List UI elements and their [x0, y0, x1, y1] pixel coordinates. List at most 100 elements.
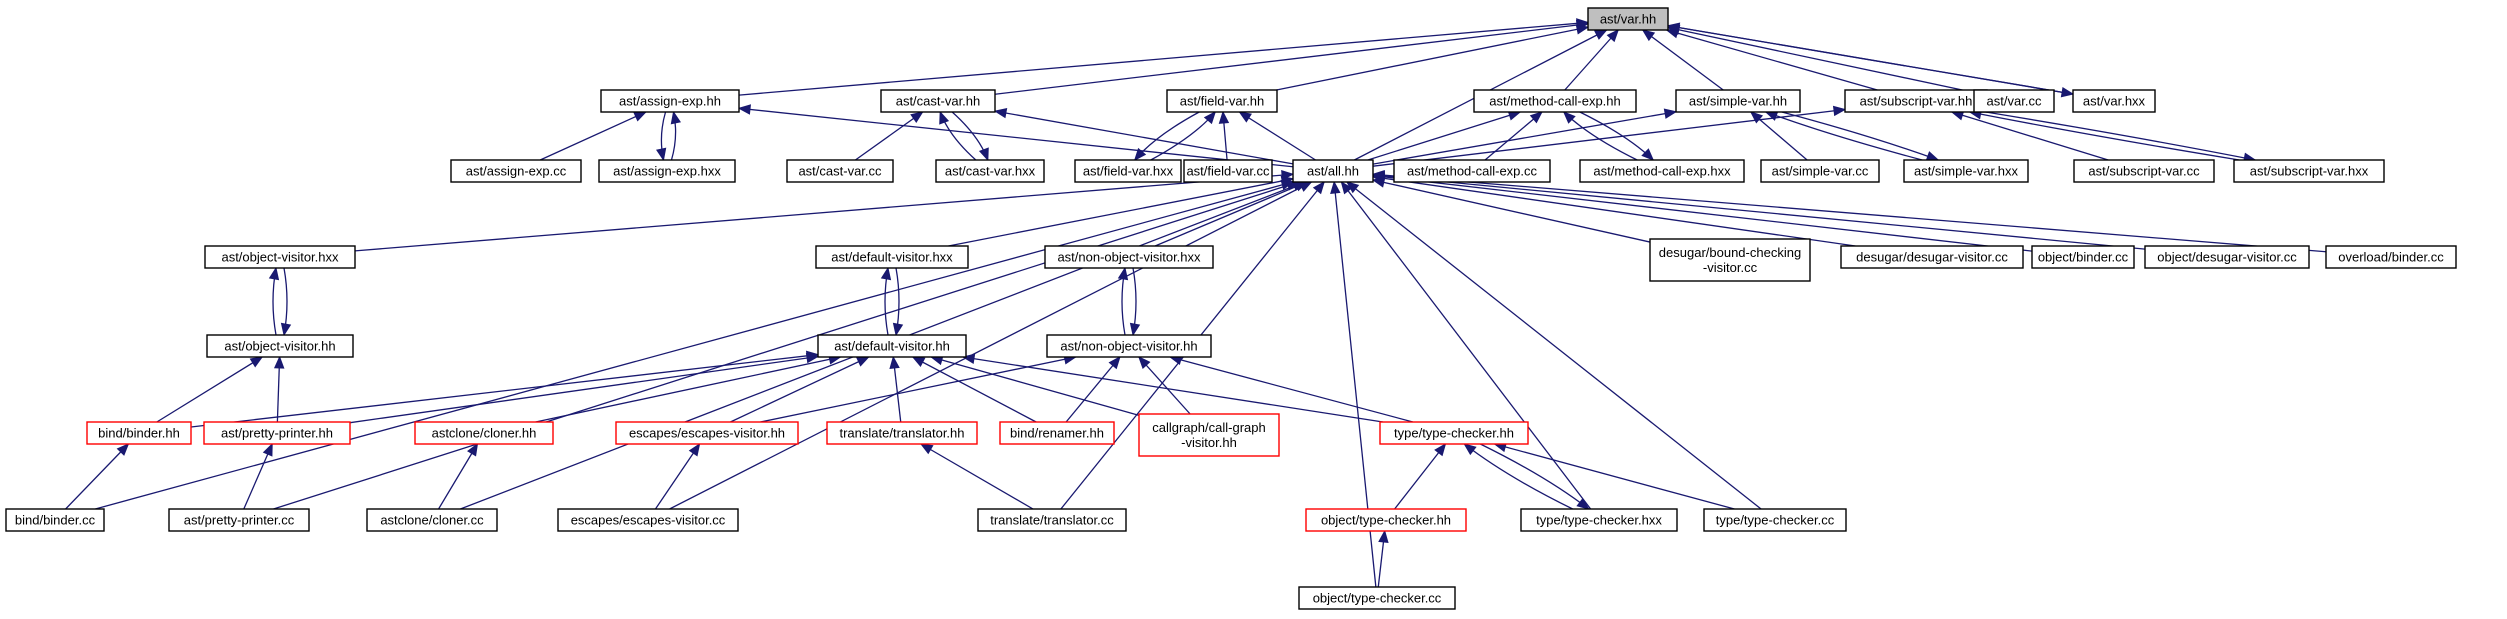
node-cloner-cc[interactable]: astclone/cloner.cc — [366, 508, 498, 532]
arrowhead-icon — [1641, 29, 1656, 42]
node-method-call-exp-cc[interactable]: ast/method-call-exp.cc — [1393, 159, 1551, 183]
node-escapes-visitor-hh[interactable]: escapes/escapes-visitor.hh — [615, 421, 799, 445]
node-cast-var-hh[interactable]: ast/cast-var.hh — [880, 89, 996, 113]
node-box — [450, 159, 582, 183]
node-label: type/type-checker.cc — [1716, 513, 1835, 528]
node-field-var-hxx[interactable]: ast/field-var.hxx — [1074, 159, 1182, 183]
node-object-visitor-hxx[interactable]: ast/object-visitor.hxx — [204, 245, 356, 269]
node-non-object-visitor-hxx[interactable]: ast/non-object-visitor.hxx — [1044, 245, 1214, 269]
node-object-visitor-hh[interactable]: ast/object-visitor.hh — [206, 334, 354, 358]
edge-bind_binder_hh-to-object_visitor_hh — [156, 356, 263, 423]
node-cloner-hh[interactable]: astclone/cloner.hh — [414, 421, 554, 445]
node-box — [826, 421, 978, 445]
arrowhead-icon — [1203, 110, 1217, 125]
arrowhead-icon — [1663, 108, 1678, 119]
node-object-type-checker-cc[interactable]: object/type-checker.cc — [1298, 586, 1456, 610]
edge-var_cc-to-var_hh — [1667, 26, 1975, 94]
arrowhead-icon — [633, 111, 648, 122]
node-label: ast/cast-var.hh — [896, 94, 981, 109]
node-label: ast/default-visitor.hh — [834, 339, 950, 354]
node-default-visitor-hh[interactable]: ast/default-visitor.hh — [817, 334, 967, 358]
node-label: bind/renamer.hh — [1010, 426, 1104, 441]
node-var-cc[interactable]: ast/var.cc — [1973, 89, 2055, 113]
node-box — [2073, 159, 2215, 183]
edge-bind_binder_cc-to-bind_binder_hh — [65, 443, 129, 510]
node-label: ast/cast-var.cc — [798, 164, 882, 179]
node-box — [999, 421, 1115, 445]
edge-type_checker_hxx-to-all_hh — [1340, 181, 1592, 510]
node-box — [366, 508, 498, 532]
node-simple-var-cc[interactable]: ast/simple-var.cc — [1760, 159, 1880, 183]
node-non-object-visitor-hh[interactable]: ast/non-object-visitor.hh — [1046, 334, 1212, 358]
node-var-hh[interactable]: ast/var.hh — [1587, 7, 1669, 31]
node-label: ast/all.hh — [1307, 164, 1359, 179]
node-object-desugar-visitor-cc[interactable]: object/desugar-visitor.cc — [2144, 245, 2310, 269]
node-label: ast/method-call-exp.hh — [1489, 94, 1621, 109]
node-assign-exp-hh[interactable]: ast/assign-exp.hh — [600, 89, 740, 113]
edge-all_hh-to-subscript_var_hh — [1372, 108, 1846, 167]
arrowhead-icon — [1129, 322, 1141, 337]
node-object-binder-cc[interactable]: object/binder.cc — [2031, 245, 2135, 269]
node-subscript-var-hh[interactable]: ast/subscript-var.hh — [1844, 89, 1988, 113]
node-type-checker-hxx[interactable]: type/type-checker.hxx — [1520, 508, 1678, 532]
node-box — [1973, 89, 2055, 113]
node-cast-var-cc[interactable]: ast/cast-var.cc — [786, 159, 894, 183]
node-box — [1138, 413, 1280, 457]
node-label: ast/field-var.hh — [1180, 94, 1265, 109]
arrowhead-icon — [1138, 356, 1151, 370]
node-label: ast/subscript-var.hxx — [2250, 164, 2369, 179]
node-method-call-exp-hxx[interactable]: ast/method-call-exp.hxx — [1579, 159, 1745, 183]
node-type-checker-cc[interactable]: type/type-checker.cc — [1703, 508, 1847, 532]
node-pretty-printer-hh[interactable]: ast/pretty-printer.hh — [203, 421, 351, 445]
node-escapes-visitor-cc[interactable]: escapes/escapes-visitor.cc — [557, 508, 739, 532]
nodes-layer: ast/var.hh ast/assign-exp.hh ast/cast-var.… — [5, 7, 2457, 610]
node-simple-var-hh[interactable]: ast/simple-var.hh — [1675, 89, 1801, 113]
node-desugar-visitor-cc[interactable]: desugar/desugar-visitor.cc — [1840, 245, 2024, 269]
arrowhead-icon — [1312, 180, 1325, 195]
edge-escapes_visitor_cc-to-escapes_visitor_hh — [654, 443, 701, 510]
edge-overload_binder_cc-to-all_hh — [1372, 173, 2327, 253]
node-field-var-cc[interactable]: ast/field-var.cc — [1183, 159, 1273, 183]
node-box — [1579, 159, 1745, 183]
arrowhead-icon — [656, 147, 667, 162]
node-method-call-exp-hh[interactable]: ast/method-call-exp.hh — [1473, 89, 1637, 113]
node-box — [86, 421, 192, 445]
arrowhead-icon — [1832, 105, 1847, 117]
node-assign-exp-cc[interactable]: ast/assign-exp.cc — [450, 159, 582, 183]
node-label: ast/field-var.cc — [1186, 164, 1270, 179]
node-label: ast/object-visitor.hxx — [221, 250, 339, 265]
edge-method_call_exp_hh-to-var_hh — [1564, 29, 1619, 91]
node-cast-var-hxx[interactable]: ast/cast-var.hxx — [935, 159, 1045, 183]
node-call-graph-visitor-hh[interactable]: callgraph/call-graph-visitor.hh — [1138, 413, 1280, 457]
node-renamer-hh[interactable]: bind/renamer.hh — [999, 421, 1115, 445]
node-overload-binder-cc[interactable]: overload/binder.cc — [2325, 245, 2457, 269]
node-label: ast/non-object-visitor.hxx — [1057, 250, 1201, 265]
node-subscript-var-hxx[interactable]: ast/subscript-var.hxx — [2233, 159, 2385, 183]
node-bound-checking-cc[interactable]: desugar/bound-checking-visitor.cc — [1649, 238, 1811, 282]
node-label: ast/method-call-exp.cc — [1407, 164, 1538, 179]
node-type-checker-hh[interactable]: type/type-checker.hh — [1379, 421, 1529, 445]
node-label: ast/subscript-var.cc — [2088, 164, 2200, 179]
arrowhead-icon — [249, 356, 264, 368]
node-box — [1903, 159, 2029, 183]
node-label: overload/binder.cc — [2338, 250, 2444, 265]
node-label: ast/var.hxx — [2083, 94, 2146, 109]
node-all-hh[interactable]: ast/all.hh — [1292, 159, 1374, 183]
edge-object_type_checker_hh-to-type_checker_hh — [1394, 443, 1446, 510]
node-subscript-var-cc[interactable]: ast/subscript-var.cc — [2073, 159, 2215, 183]
node-default-visitor-hxx[interactable]: ast/default-visitor.hxx — [815, 245, 969, 269]
node-var-hxx[interactable]: ast/var.hxx — [2072, 89, 2156, 113]
node-pretty-printer-cc[interactable]: ast/pretty-printer.cc — [168, 508, 310, 532]
node-bind-binder-hh[interactable]: bind/binder.hh — [86, 421, 192, 445]
node-simple-var-hxx[interactable]: ast/simple-var.hxx — [1903, 159, 2029, 183]
arrowhead-icon — [919, 443, 934, 455]
arrowhead-icon — [805, 352, 820, 364]
node-translator-hh[interactable]: translate/translator.hh — [826, 421, 978, 445]
arrowhead-icon — [268, 266, 280, 281]
node-field-var-hh[interactable]: ast/field-var.hh — [1166, 89, 1278, 113]
node-assign-exp-hxx[interactable]: ast/assign-exp.hxx — [598, 159, 736, 183]
node-box — [1183, 159, 1273, 183]
node-translator-cc[interactable]: translate/translator.cc — [977, 508, 1127, 532]
node-bind-binder-cc[interactable]: bind/binder.cc — [5, 508, 105, 532]
node-object-type-checker-hh[interactable]: object/type-checker.hh — [1305, 508, 1467, 532]
